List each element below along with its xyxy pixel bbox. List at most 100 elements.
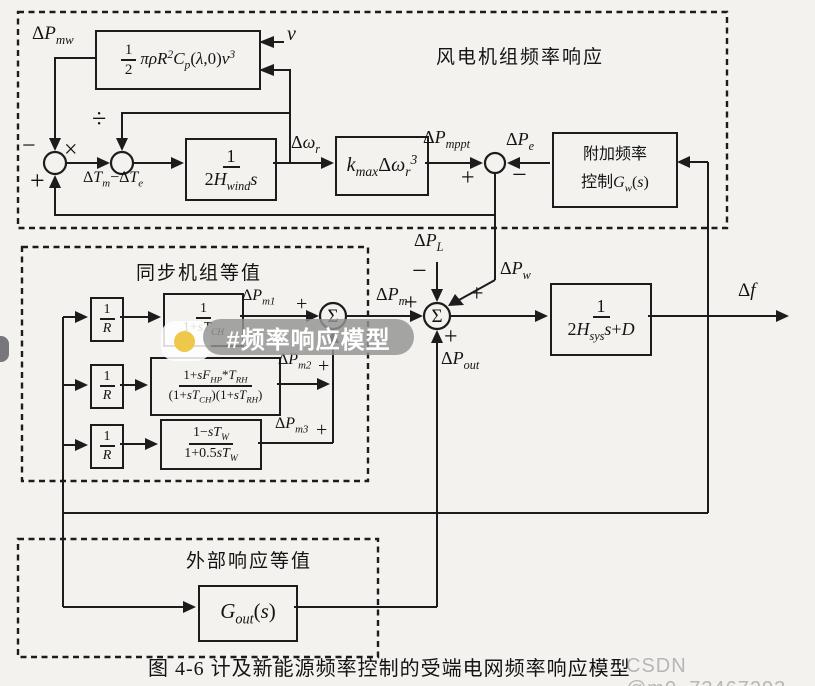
arrowhead — [116, 138, 128, 151]
pmppt-label: ΔPmppt — [423, 127, 471, 151]
gout-block: Gout(s) — [198, 585, 298, 642]
turbine-fraction-2: 1+sFHP*TRH(1+sTCH)(1+sTRH) — [168, 366, 263, 405]
arrowhead — [410, 310, 423, 322]
arrowheads — [49, 36, 789, 613]
left-edge-sticker-fragment — [0, 336, 9, 362]
dashed-section-boxes — [16, 10, 729, 659]
df-output-label: Δf — [738, 280, 756, 301]
plus-sign: + — [296, 293, 308, 315]
arrowhead — [135, 379, 148, 391]
plus-sign: + — [444, 324, 458, 350]
arrowhead — [49, 138, 61, 151]
plus-sign: + — [404, 290, 418, 316]
minus-sign: − — [22, 133, 36, 159]
pmw-label: ΔPmw — [32, 23, 74, 48]
sum-junction-torque — [42, 150, 68, 176]
external-section-box — [16, 537, 380, 659]
arrowhead — [776, 310, 789, 322]
turbine-block-2: 1+sFHP*TRH(1+sTCH)(1+sTRH) — [150, 357, 281, 416]
wire-pmw-feed — [54, 57, 95, 138]
arrowhead — [431, 289, 443, 302]
wire-omega-to-div — [121, 112, 290, 138]
arrowhead — [148, 311, 161, 323]
divide-junction — [109, 150, 135, 176]
arrowhead — [321, 157, 334, 169]
pm1-label: ΔPm1 — [242, 287, 276, 308]
pw-label: ΔPw — [500, 258, 531, 282]
pout-label: ΔPout — [441, 348, 480, 372]
kmax-expression: kmaxΔωr3 — [346, 151, 418, 180]
gw-block-line1: 附加频率 — [582, 146, 647, 164]
arrowhead — [97, 157, 110, 169]
aero-expression: πρR2Cp(λ,0)v3 — [140, 48, 236, 72]
wire-pw-diagonal — [458, 279, 496, 301]
arrowhead — [183, 601, 196, 613]
arrowhead — [75, 379, 88, 391]
topic-watermark-pill: #频率响应模型 — [203, 319, 414, 355]
arrowhead — [259, 36, 274, 48]
arrowhead — [448, 294, 464, 306]
minus-sign: − — [512, 160, 527, 189]
gout-expression: Gout(s) — [220, 598, 276, 628]
pe-label: ΔPe — [506, 129, 535, 153]
arrowhead — [171, 157, 184, 169]
main-sigma-symbol: Σ — [431, 306, 443, 327]
supplementary-freq-control-block: 附加频率 控制Gw(s) — [552, 132, 678, 208]
omega-r-label: Δωr — [291, 132, 321, 156]
sync-sigma-symbol: Σ — [327, 306, 339, 327]
sum-junction-main — [422, 301, 452, 331]
wires — [54, 41, 776, 608]
topic-watermark-text: #频率响应模型 — [226, 326, 391, 354]
figure-caption: 图 4-6 计及新能源频率控制的受端电网频率响应模型 — [148, 658, 631, 680]
arrowhead — [317, 378, 330, 390]
pm2-label: ΔPm2 — [278, 351, 312, 372]
arrowhead — [49, 175, 61, 188]
plus-sign: + — [470, 281, 484, 307]
pm3-label: ΔPm3 — [275, 415, 309, 436]
arrowhead — [431, 330, 443, 343]
sync-section-box — [20, 245, 370, 483]
wind-section-title: 风电机组频率响应 — [436, 47, 605, 68]
wire-omega-to-aero — [272, 69, 291, 163]
arrowhead — [259, 64, 274, 76]
arrowhead — [470, 157, 483, 169]
plus-sign: + — [30, 166, 45, 195]
kmax-block: kmaxΔωr3 — [335, 136, 429, 196]
plus-sign: + — [318, 355, 330, 377]
plus-sign: + — [461, 165, 475, 191]
arrowhead — [535, 310, 548, 322]
gw-block-line2: 控制Gw(s) — [581, 174, 649, 195]
divide-sign: ÷ — [92, 104, 107, 133]
arrowhead — [507, 157, 520, 169]
csdn-watermark: CSDN @m0_73467293 — [626, 655, 785, 686]
minus-sign: − — [412, 256, 427, 285]
sticker-yellow-dot — [174, 331, 195, 352]
pm-label: ΔPm — [376, 284, 408, 308]
arrowhead — [677, 156, 690, 168]
arrowhead — [145, 438, 158, 450]
wind-speed-label: v — [287, 23, 296, 45]
sync-section-title: 同步机组等值 — [136, 263, 263, 284]
arrowhead — [75, 439, 88, 451]
torque-diff-label: ΔTm−ΔTe — [83, 169, 144, 190]
plus-sign: + — [316, 419, 328, 441]
wire-pe-feedback — [54, 188, 495, 216]
multiply-sign: × — [64, 137, 78, 163]
pl-label: ΔPL — [414, 230, 444, 254]
external-section-title: 外部响应等值 — [186, 551, 313, 572]
